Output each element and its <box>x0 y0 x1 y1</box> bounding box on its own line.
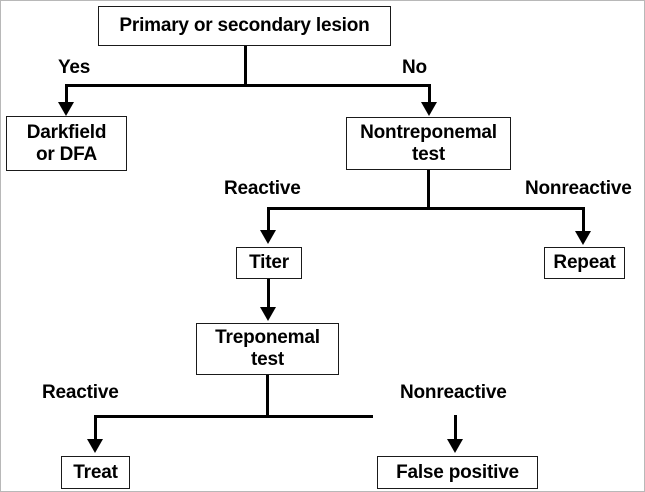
arrowhead-to-repeat <box>575 231 591 245</box>
node-nontreponemal-test[interactable]: Nontreponemal test <box>346 117 511 170</box>
connector-nontreponemal-stem <box>427 170 430 207</box>
connector-treponemal-stem <box>266 375 269 416</box>
node-darkfield-or-dfa[interactable]: Darkfield or DFA <box>6 116 127 171</box>
connector-treponemal-to-treat <box>94 415 97 439</box>
connector-root-to-darkfield <box>65 84 68 105</box>
connector-treponemal-crossbar <box>94 415 373 418</box>
arrowhead-to-titer <box>260 230 276 244</box>
edge-label-nonreactive-nontreponemal: Nonreactive <box>525 178 632 199</box>
connector-root-stem <box>244 46 247 84</box>
arrowhead-to-false-positive <box>447 439 463 453</box>
arrowhead-to-nontreponemal <box>421 102 437 116</box>
node-false-positive[interactable]: False positive <box>377 456 538 489</box>
arrowhead-to-treat <box>87 439 103 453</box>
edge-label-reactive-nontreponemal: Reactive <box>224 178 301 199</box>
node-primary-or-secondary-lesion[interactable]: Primary or secondary lesion <box>98 6 391 46</box>
connector-titer-to-treponemal <box>267 279 270 308</box>
connector-root-to-nontreponemal <box>428 84 431 105</box>
arrowhead-to-darkfield <box>58 102 74 116</box>
arrowhead-to-treponemal <box>260 307 276 321</box>
edge-label-reactive-treponemal: Reactive <box>42 382 119 403</box>
connector-root-crossbar <box>65 84 431 87</box>
edge-label-no: No <box>402 57 427 78</box>
connector-treponemal-to-false-positive <box>454 415 457 439</box>
connector-nontreponemal-to-repeat <box>582 207 585 231</box>
node-treponemal-test[interactable]: Treponemal test <box>196 323 339 375</box>
connector-nontreponemal-crossbar <box>267 207 585 210</box>
node-repeat[interactable]: Repeat <box>544 247 625 279</box>
node-treat[interactable]: Treat <box>61 456 130 489</box>
edge-label-yes: Yes <box>58 57 91 78</box>
node-titer[interactable]: Titer <box>236 247 302 279</box>
connector-nontreponemal-to-titer <box>267 207 270 230</box>
edge-label-nonreactive-treponemal: Nonreactive <box>400 382 507 403</box>
